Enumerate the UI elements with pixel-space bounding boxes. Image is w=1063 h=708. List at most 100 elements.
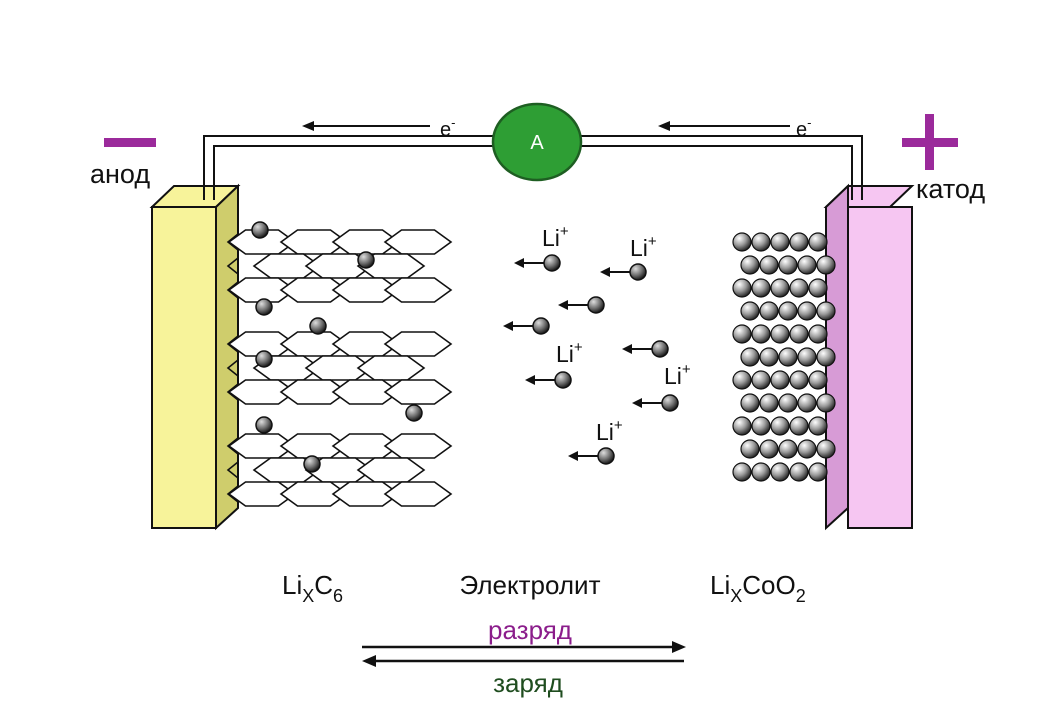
graphite-hexagon — [383, 277, 453, 303]
cathode-particle — [797, 301, 817, 321]
cathode-particle — [797, 439, 817, 459]
cathode-particle — [808, 370, 828, 390]
cathode-material-label: LiXCoO2 — [710, 570, 806, 606]
graphite-edge — [226, 233, 239, 251]
graphite-edge — [226, 437, 239, 455]
graphite-edge — [226, 461, 239, 479]
electrolyte-label: Электролит — [460, 570, 601, 600]
cathode-particle — [751, 370, 771, 390]
lithium-ion — [554, 371, 572, 389]
graphite-hexagon — [383, 433, 453, 459]
graphite-hexagon — [383, 229, 453, 255]
cathode-particle — [816, 393, 836, 413]
cathode-particle — [797, 393, 817, 413]
intercalated-lithium-atom — [251, 221, 269, 239]
cathode-particle — [759, 347, 779, 367]
discharge-label: разряд — [488, 615, 572, 645]
graphite-hexagon — [383, 481, 453, 507]
intercalated-lithium-atom — [405, 404, 423, 422]
cathode-lithium-cobalt-oxide-particles — [732, 232, 836, 482]
cathode-particle — [770, 416, 790, 436]
lithium-ion-label: Li+ — [630, 233, 657, 261]
lithium-ion-label: Li+ — [556, 339, 583, 367]
cathode-particle — [778, 255, 798, 275]
cathode-particle — [740, 255, 760, 275]
cathode-particle — [732, 416, 752, 436]
charge-label: заряд — [493, 668, 563, 698]
electron-label-left: e- — [440, 115, 455, 141]
ion-arrowhead — [568, 451, 578, 461]
cathode-particle — [797, 255, 817, 275]
cathode-particle — [732, 370, 752, 390]
graphite-hexagon — [383, 331, 453, 357]
cathode-particle — [759, 255, 779, 275]
ammeter: A — [491, 102, 583, 182]
cathode-particle — [740, 301, 760, 321]
anode-wire-end — [203, 186, 215, 200]
cathode-particle — [808, 232, 828, 252]
electron-flow-arrow-left — [302, 121, 430, 131]
intercalated-lithium-atom — [255, 298, 273, 316]
cathode-particle — [816, 255, 836, 275]
cathode-particle — [778, 301, 798, 321]
anode-label: анод — [90, 159, 150, 189]
lithium-ion — [587, 296, 605, 314]
cathode-particle — [789, 462, 809, 482]
ion-arrowhead — [503, 321, 513, 331]
cathode-particle — [751, 416, 771, 436]
cathode-wire-end — [851, 186, 863, 200]
cathode-particle — [751, 278, 771, 298]
graphite-hexagon — [356, 355, 426, 381]
ion-arrowhead — [622, 344, 632, 354]
cathode-particle — [778, 439, 798, 459]
cathode-particle — [808, 416, 828, 436]
cathode-label: катод — [916, 174, 985, 204]
cathode-particle — [770, 232, 790, 252]
cathode-particle — [732, 232, 752, 252]
electron-label-right: e- — [796, 115, 811, 141]
cathode-particle — [740, 439, 760, 459]
electron-flow-arrow-right — [658, 121, 790, 131]
cathode-particle — [770, 370, 790, 390]
cathode-particle — [751, 324, 771, 344]
lithium-ion-label: Li+ — [542, 223, 569, 251]
cathode-particle — [732, 278, 752, 298]
cathode-particle — [751, 462, 771, 482]
cathode-particle — [808, 324, 828, 344]
cathode-particle — [797, 347, 817, 367]
cathode-particle — [732, 462, 752, 482]
intercalated-lithium-atom — [309, 317, 327, 335]
lithium-ion — [661, 394, 679, 412]
intercalated-lithium-atom — [303, 455, 321, 473]
intercalated-lithium-atom — [255, 416, 273, 434]
lithium-ion — [629, 263, 647, 281]
cathode-particle — [789, 232, 809, 252]
graphite-layers — [226, 229, 453, 507]
cathode-particle — [789, 324, 809, 344]
ion-labels: Li+Li+Li+Li+Li+ — [542, 223, 691, 445]
cathode-particle — [751, 232, 771, 252]
electrolyte-lithium-ions — [503, 254, 679, 465]
discharge-arrow — [362, 641, 686, 653]
graphite-edge — [226, 485, 239, 503]
ion-arrowhead — [558, 300, 568, 310]
cathode-particle — [816, 347, 836, 367]
anode-minus-sign — [104, 138, 156, 147]
cathode-particle — [789, 370, 809, 390]
cathode-particle — [770, 462, 790, 482]
intercalated-lithium-atom — [255, 350, 273, 368]
cathode-particle — [816, 439, 836, 459]
cathode-particle — [816, 301, 836, 321]
cathode-particle — [740, 393, 760, 413]
cathode-particle — [770, 324, 790, 344]
lithium-ion — [597, 447, 615, 465]
graphite-edge — [226, 383, 239, 401]
lithium-ion — [543, 254, 561, 272]
external-circuit-wire — [203, 135, 863, 196]
ion-arrowhead — [600, 267, 610, 277]
cathode-particle — [789, 278, 809, 298]
anode-electrode — [149, 183, 241, 531]
graphite-hexagon — [356, 457, 426, 483]
charge-arrow — [362, 655, 684, 667]
